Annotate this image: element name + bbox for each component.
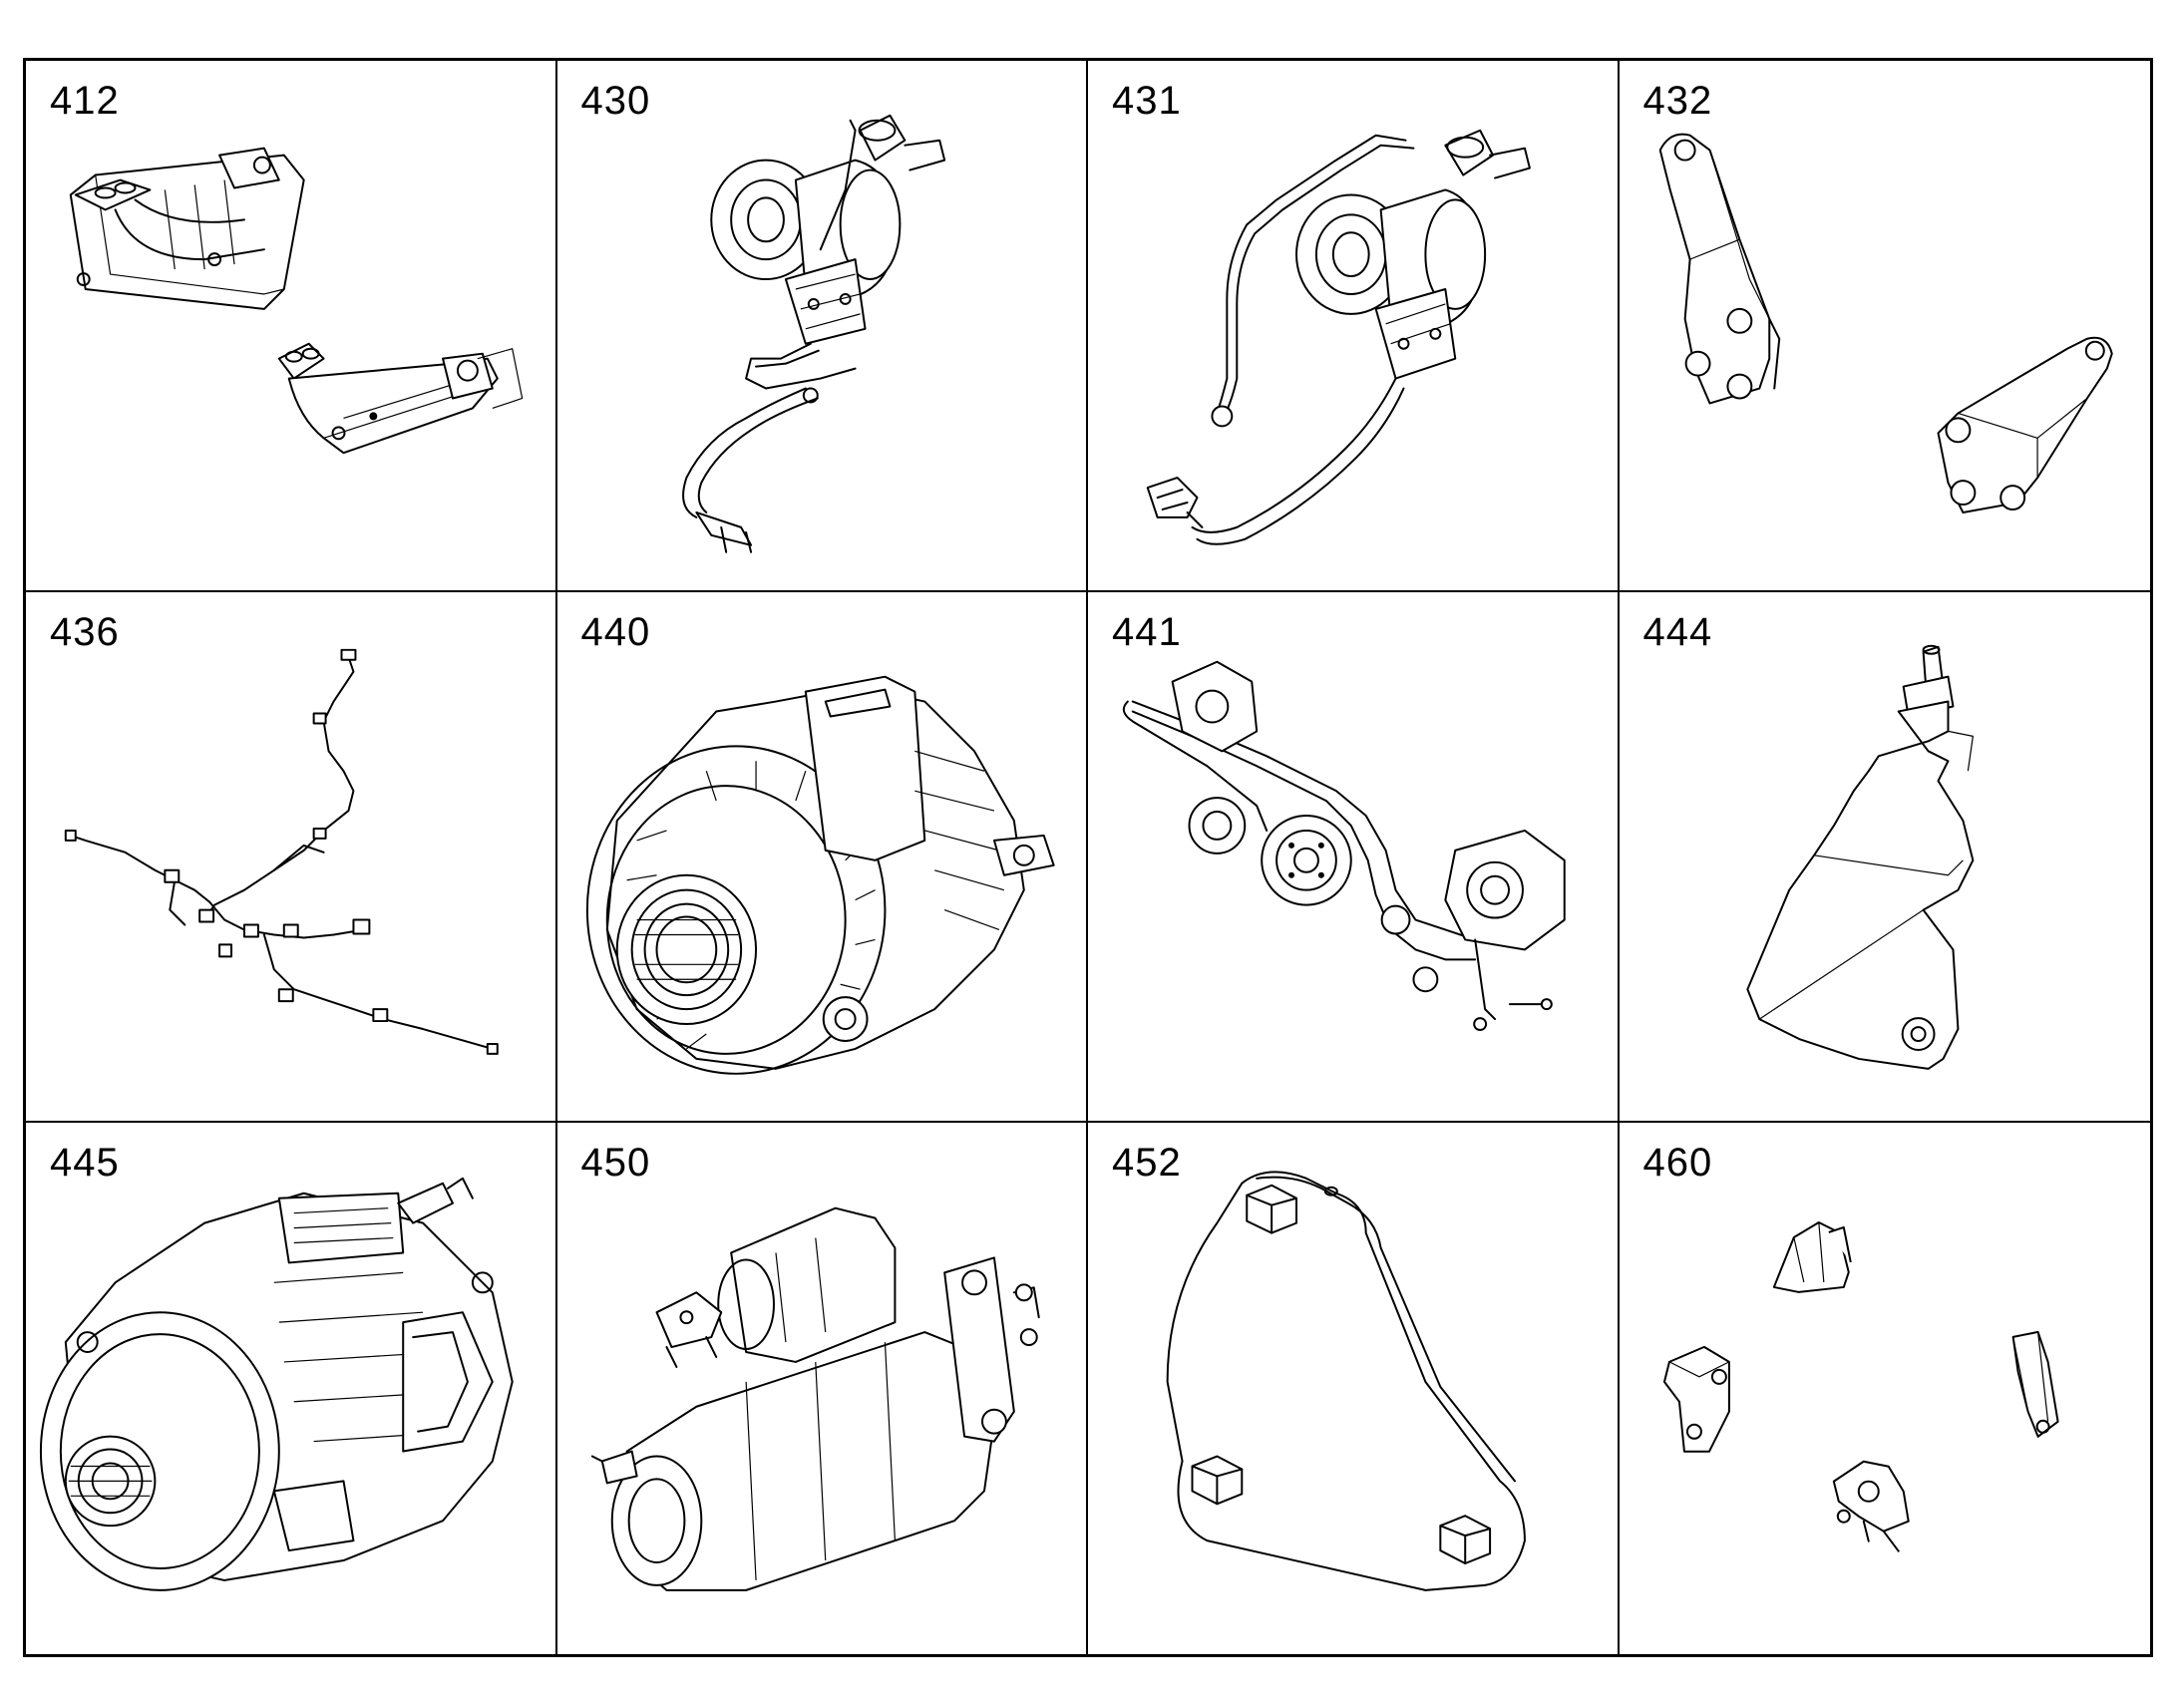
part-cell-445[interactable]: 445 xyxy=(26,1123,557,1654)
part-number-label: 452 xyxy=(1112,1141,1182,1186)
part-cell-450[interactable]: 450 xyxy=(557,1123,1088,1654)
mounting-brackets-drawing xyxy=(1662,1221,2059,1553)
turbocharger-with-oil-line-drawing xyxy=(1146,129,1531,545)
turbocharger-drawing xyxy=(681,114,945,553)
part-number-label: 444 xyxy=(1642,609,1713,654)
belt-drive-drawing xyxy=(1122,660,1566,1031)
part-number-label: 441 xyxy=(1112,609,1182,654)
part-number-label: 431 xyxy=(1112,79,1182,123)
alternator-large-drawing xyxy=(39,1178,514,1592)
part-cell-431[interactable]: 431 xyxy=(1088,61,1620,592)
part-number-label: 450 xyxy=(580,1141,651,1186)
part-number-label: 440 xyxy=(580,609,651,654)
exhaust-manifold-drawing xyxy=(69,147,524,455)
cover-plate-drawing xyxy=(1166,1171,1526,1592)
heat-shield-drawing xyxy=(1745,644,1974,1070)
part-number-label: 412 xyxy=(50,79,120,123)
part-cell-436[interactable]: 436 xyxy=(26,591,557,1124)
parts-catalog-grid: 412 430 xyxy=(23,58,2153,1657)
alternator-drawing xyxy=(585,675,1055,1075)
part-cell-441[interactable]: 441 xyxy=(1088,591,1620,1124)
part-cell-440[interactable]: 440 xyxy=(556,591,1088,1124)
part-number-label: 460 xyxy=(1642,1141,1713,1186)
part-cell-444[interactable]: 444 xyxy=(1619,592,2150,1124)
part-cell-460[interactable]: 460 xyxy=(1620,1123,2151,1654)
part-number-label: 432 xyxy=(1642,79,1713,123)
wiring-harness-drawing xyxy=(64,648,499,1055)
brackets-drawing xyxy=(1658,133,2113,513)
part-cell-412[interactable]: 412 xyxy=(26,61,557,592)
part-number-label: 436 xyxy=(50,609,120,654)
part-number-label: 430 xyxy=(580,79,651,123)
part-number-label: 445 xyxy=(50,1141,120,1186)
part-cell-432[interactable]: 432 xyxy=(1619,61,2150,592)
part-cell-452[interactable]: 452 xyxy=(1088,1123,1620,1654)
starter-motor-drawing xyxy=(590,1207,1040,1592)
part-cell-430[interactable]: 430 xyxy=(556,61,1088,592)
